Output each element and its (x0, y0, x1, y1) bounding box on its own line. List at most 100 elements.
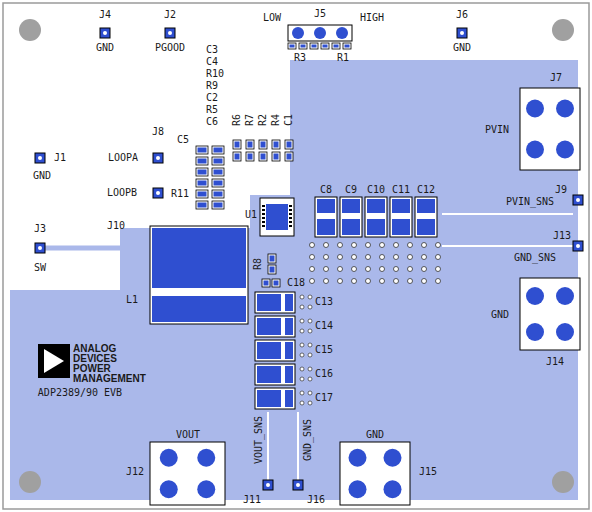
smd-footprint (270, 256, 275, 262)
silkscreen-label: C6 (206, 117, 218, 127)
smd-footprint (214, 181, 223, 186)
silkscreen-label: J14 (546, 357, 564, 367)
capacitor-footprint (365, 197, 387, 237)
smd-footprint (288, 43, 296, 49)
via (300, 319, 304, 323)
via (394, 279, 399, 284)
silkscreen-label: R11 (171, 189, 189, 199)
via (308, 377, 312, 381)
via (338, 255, 343, 260)
silkscreen-label: J6 (456, 10, 468, 20)
inductor-outline (150, 226, 248, 324)
silkscreen-label: C3 (206, 45, 218, 55)
test-point-pad (156, 191, 160, 195)
smd-footprint (196, 146, 208, 154)
silkscreen-label: C15 (315, 345, 333, 355)
smd-footprint (212, 157, 224, 165)
silkscreen-label: GND (453, 43, 471, 53)
capacitor-footprint (415, 197, 437, 237)
via (308, 305, 312, 309)
via (394, 267, 399, 272)
silkscreen-label: GND (96, 43, 114, 53)
ic-footprint (289, 209, 292, 211)
via (352, 255, 357, 260)
silkscreen-label: PVIN (485, 125, 509, 135)
via (300, 391, 304, 395)
silkscreen-label: J7 (550, 73, 562, 83)
smd-footprint (345, 45, 350, 48)
silkscreen-label: C18 (287, 278, 305, 288)
mounting-hole (552, 471, 574, 493)
smd-footprint (214, 170, 223, 175)
ic-footprint (289, 205, 292, 207)
capacitor-footprint (255, 292, 295, 313)
silkscreen-label: PVIN_SNS (506, 197, 554, 207)
ic-footprint (289, 221, 292, 223)
silkscreen-label: VOUT_SNS (254, 416, 264, 464)
via (366, 243, 371, 248)
capacitor-footprint (367, 219, 385, 235)
power-connector (197, 449, 215, 467)
via (422, 255, 427, 260)
test-point-pad (35, 153, 45, 163)
smd-footprint (261, 154, 266, 160)
smd-footprint (214, 192, 223, 197)
silkscreen-label: C10 (367, 185, 385, 195)
smd-footprint (235, 154, 240, 160)
via (352, 243, 357, 248)
via (408, 279, 413, 284)
silkscreen-label: J8 (152, 127, 164, 137)
capacitor-footprint (257, 390, 281, 407)
power-connector (526, 287, 544, 305)
smd-footprint (198, 181, 207, 186)
capacitor-footprint (257, 342, 281, 359)
test-point-pad (573, 241, 583, 251)
ic-footprint (262, 209, 265, 211)
power-connector (197, 480, 215, 498)
silkscreen-label: J12 (126, 467, 144, 477)
test-point-pad (165, 28, 175, 38)
test-point-pad (293, 480, 303, 490)
via (338, 243, 343, 248)
smd-footprint (196, 168, 208, 176)
silkscreen-label: R3 (294, 53, 306, 63)
smd-footprint (301, 45, 306, 48)
capacitor-footprint (285, 342, 293, 359)
smd-footprint (198, 159, 207, 164)
silkscreen-label: HIGH (360, 13, 384, 23)
silkscreen-label: GND_SNS (514, 253, 556, 263)
silkscreen-label: C9 (345, 185, 357, 195)
via (422, 267, 427, 272)
test-point-pad (38, 156, 42, 160)
via (366, 279, 371, 284)
via (352, 267, 357, 272)
smd-footprint (233, 140, 241, 149)
inductor-pad (152, 296, 246, 322)
ic-footprint (289, 213, 292, 215)
capacitor-footprint (255, 316, 295, 337)
power-connector (526, 323, 544, 341)
via (308, 343, 312, 347)
smd-footprint (214, 159, 223, 164)
inductor-pad (152, 228, 246, 288)
smd-footprint (248, 142, 253, 148)
via (308, 401, 312, 405)
smd-footprint (285, 152, 293, 161)
capacitor-footprint (417, 199, 435, 213)
via (366, 267, 371, 272)
via (310, 267, 315, 272)
copper-pour (10, 60, 578, 500)
silkscreen-label: J3 (34, 224, 46, 234)
via (394, 255, 399, 260)
smd-footprint (270, 267, 275, 273)
silkscreen-label: J11 (243, 495, 261, 505)
smd-footprint (212, 146, 224, 154)
via (436, 279, 441, 284)
logo-triangle (44, 349, 64, 373)
smd-footprint (312, 45, 317, 48)
test-point-pad (573, 195, 583, 205)
via (308, 319, 312, 323)
